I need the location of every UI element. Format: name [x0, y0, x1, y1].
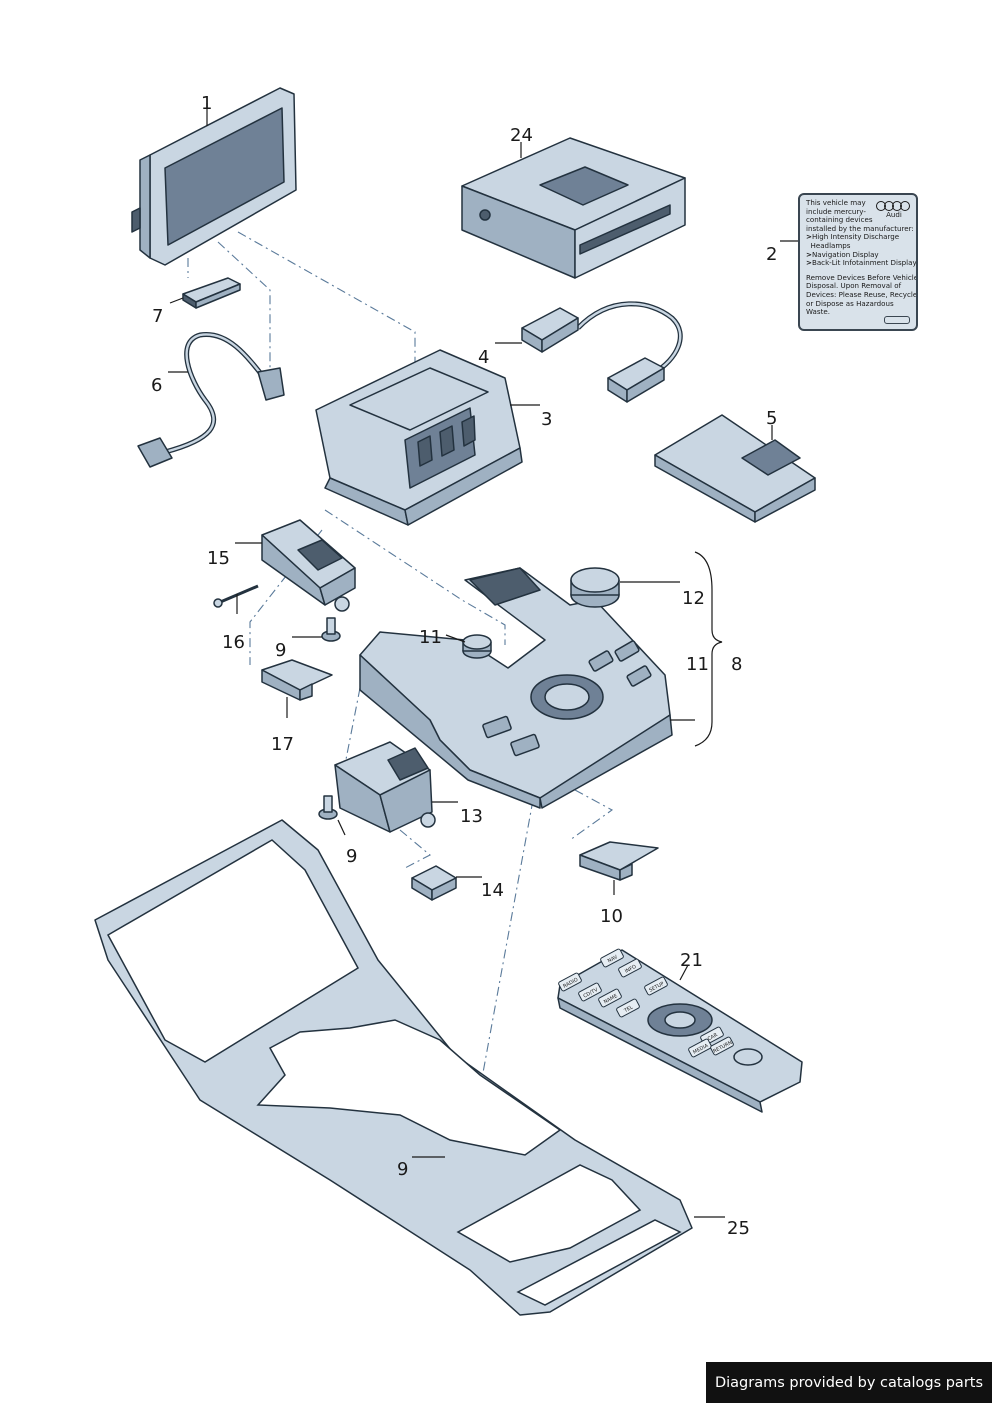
callout-12: 12 [682, 588, 705, 609]
callout-2: 2 [766, 244, 777, 265]
remote-key: NAV [600, 948, 624, 968]
remote-key: INFO [618, 958, 642, 978]
callout-9-upper: 9 [275, 640, 286, 661]
callout-21: 21 [680, 950, 703, 971]
callout-17: 17 [271, 734, 294, 755]
part-10-bracket [579, 841, 659, 881]
part-6-cable [137, 331, 285, 468]
audi-logo: Audi [876, 199, 912, 225]
part-4-harness [521, 301, 683, 403]
label-item: Navigation Display [811, 249, 879, 259]
label-intro-line: This vehicle may [806, 198, 866, 207]
part-3-mounting-frame [315, 349, 523, 526]
callout-8: 8 [731, 654, 742, 675]
remote-key-label: TEL [622, 1004, 634, 1014]
remote-key-label: NAV [607, 954, 619, 964]
callout-13: 13 [460, 806, 483, 827]
callout-numbers: 1 24 2 7 4 6 3 5 15 12 16 11 9 11 8 17 1… [151, 93, 777, 1239]
part-9-screw-middle [318, 795, 338, 820]
callout-10: 10 [600, 906, 623, 927]
label-disposal-line: Waste. [806, 307, 831, 317]
part-8-control-panel [359, 567, 673, 809]
callout-15: 15 [207, 548, 230, 569]
part-7-connector [182, 277, 241, 309]
part-5-control-module [654, 414, 816, 523]
callout-4: 4 [478, 347, 489, 368]
callout-11-panel: 11 [686, 654, 709, 675]
label-disposal-line: or Dispose as Hazardous [806, 298, 894, 308]
part-15-switch [261, 519, 356, 612]
callout-24: 24 [510, 125, 533, 146]
label-disposal-line: Devices: Please Reuse, Recycle, [806, 289, 918, 299]
leader-lines [168, 103, 800, 1218]
remote-key: NAME [598, 988, 622, 1008]
part-25-console-trim [94, 819, 693, 1316]
part-24-navigation-unit [461, 137, 686, 279]
callout-25: 25 [727, 1218, 750, 1239]
part-2-mercury-warning-label: This vehicle may include mercury- contai… [798, 193, 918, 331]
remote-key-label: CAR [707, 1032, 719, 1042]
remote-key-label: INFO [624, 964, 637, 975]
callout-14: 14 [481, 880, 504, 901]
remote-key: TEL [616, 998, 640, 1018]
label-item: High Intensity Discharge [811, 232, 900, 242]
audi-logo-text: Audi [886, 210, 902, 219]
group-8-bracket [694, 551, 723, 747]
part-16-screw [213, 584, 259, 608]
label-intro-line: installed by the manufacturer: [806, 223, 914, 233]
callout-5: 5 [766, 408, 777, 429]
label-item: Headlamps [810, 240, 851, 250]
part-12-rotary-knob [570, 567, 620, 608]
footer-credit: Diagrams provided by catalogs parts [706, 1362, 992, 1403]
part-11-knob-cap [462, 634, 492, 659]
label-disposal-line: Remove Devices Before Vehicle [806, 272, 918, 282]
callout-6: 6 [151, 375, 162, 396]
callout-9-middle: 9 [346, 846, 357, 867]
part-14-clip [411, 865, 457, 901]
callout-11-knob: 11 [419, 627, 442, 648]
callout-16: 16 [222, 632, 245, 653]
callout-9-lower: 9 [397, 1159, 408, 1180]
callout-1: 1 [201, 93, 212, 114]
label-disposal-line: Disposal. Upon Removal of [806, 281, 902, 291]
label-intro-line: containing devices [806, 215, 873, 225]
callout-3: 3 [541, 409, 552, 430]
label-barcode-strip [884, 316, 910, 324]
part-13-switch-unit [334, 741, 436, 833]
part-1-display-unit [131, 87, 297, 266]
label-item: Back-Lit Infotainment Display [811, 258, 917, 268]
part-9-screw-upper [321, 617, 341, 642]
callout-7: 7 [152, 306, 163, 327]
part-17-bracket [261, 659, 333, 701]
footer-text: Diagrams provided by catalogs parts [714, 1374, 984, 1391]
label-intro-line: include mercury- [806, 206, 866, 216]
